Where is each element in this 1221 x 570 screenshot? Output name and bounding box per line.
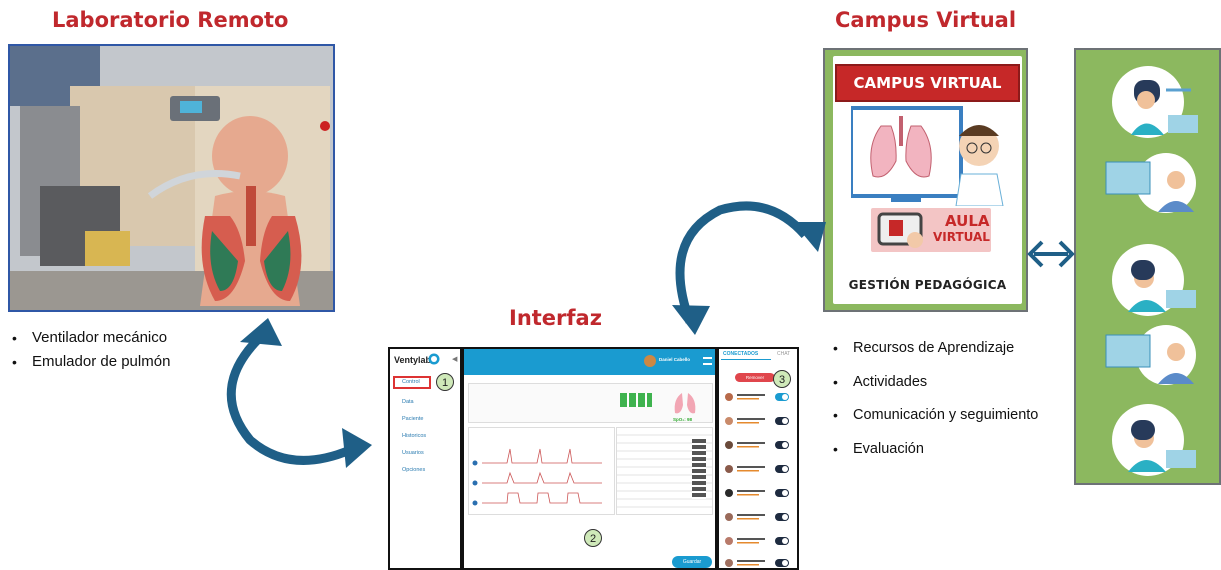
campus-header-banner: CAMPUS VIRTUAL — [835, 64, 1020, 102]
lab-bullet-item: Ventilador mecánico — [8, 326, 170, 350]
green-indicators — [620, 393, 652, 407]
lungs-icon — [674, 393, 696, 414]
sidebar-item-opciones[interactable]: Opciones — [402, 467, 426, 473]
interfaz-campus-arrow — [675, 201, 809, 324]
campus-bullet-item: Recursos de Aprendizaje — [829, 332, 1038, 366]
marker-1: 1 — [436, 373, 454, 391]
lab-illustration — [10, 46, 333, 310]
campus-bullet-item: Actividades — [829, 366, 1038, 400]
ui-topbar — [464, 349, 715, 375]
waveform-panel — [468, 427, 615, 515]
sidebar-item-data[interactable]: Data — [402, 399, 414, 405]
campus-footer-label: GESTIÓN PEDAGÓGICA — [848, 278, 1007, 292]
ui-main: Daniel Cabello SpO₂: 98 2 Guardar — [462, 347, 717, 570]
tablet-icon — [877, 212, 923, 248]
aula-virtual-line2: VIRTUAL — [933, 230, 990, 244]
params-panel — [468, 383, 713, 423]
ui-chat: CONECTADOS CHAT Remover 3 — [717, 347, 799, 570]
tab-chat[interactable]: CHAT — [777, 351, 791, 357]
tab-conectados[interactable]: CONECTADOS — [723, 351, 759, 357]
tab-underline — [721, 359, 771, 360]
doctor-lungs-illustration — [851, 106, 1004, 206]
sidebar-item-control[interactable]: Control — [402, 379, 420, 385]
lab-bullet-list: Ventilador mecánico Emulador de pulmón — [8, 326, 170, 374]
ui-sidebar: Ventylab ◀ Control Data Paciente Histori… — [388, 347, 462, 570]
campus-bullet-item: Evaluación — [829, 433, 1038, 467]
ui-logo: Ventylab — [394, 355, 432, 365]
lab-photo — [8, 44, 335, 312]
waveforms — [472, 448, 602, 506]
sidebar-item-historicos[interactable]: Historicos — [402, 433, 427, 439]
double-arrow-icon — [1027, 240, 1075, 268]
marker-3: 3 — [773, 370, 791, 388]
logo-lung-icon — [428, 353, 440, 365]
lab-title: Laboratorio Remoto — [52, 8, 289, 32]
spo2-label: SpO₂: 98 — [673, 417, 693, 422]
campus-title: Campus Virtual — [835, 8, 1017, 32]
save-button[interactable]: Guardar — [672, 556, 712, 568]
user-avatar[interactable] — [644, 355, 656, 367]
collapse-icon[interactable]: ◀ — [452, 356, 458, 363]
students-illustration — [1105, 66, 1198, 476]
people-panel — [1074, 48, 1221, 485]
arrowhead-right — [342, 428, 372, 468]
marker-2: 2 — [584, 529, 602, 547]
dark-cells — [692, 439, 706, 499]
user-name: Daniel Cabello — [659, 357, 691, 362]
sidebar-item-usuarios[interactable]: Usuarios — [402, 450, 424, 456]
campus-bullet-list: Recursos de Aprendizaje Actividades Comu… — [829, 332, 1038, 466]
connected-users-list — [725, 393, 789, 567]
campus-bullet-item: Comunicación y seguimiento — [829, 399, 1038, 433]
aula-virtual-line1: AULA — [945, 212, 990, 230]
lab-interfaz-arrow — [226, 326, 352, 465]
arrowhead-up — [240, 318, 282, 346]
remove-button[interactable]: Remover — [735, 373, 775, 382]
student-group — [1105, 66, 1198, 476]
sidebar-item-paciente[interactable]: Paciente — [402, 416, 424, 422]
lab-bullet-item: Emulador de pulmón — [8, 350, 170, 374]
interfaz-title: Interfaz — [509, 306, 602, 330]
nav-control-highlight[interactable] — [393, 376, 431, 389]
arrowhead-down — [672, 305, 710, 335]
arrowhead-campus — [793, 222, 826, 252]
menu-icon[interactable] — [703, 357, 712, 365]
campus-panel: CAMPUS VIRTUAL AULA VIRTUAL GESTIÓN PEDA… — [823, 48, 1028, 312]
